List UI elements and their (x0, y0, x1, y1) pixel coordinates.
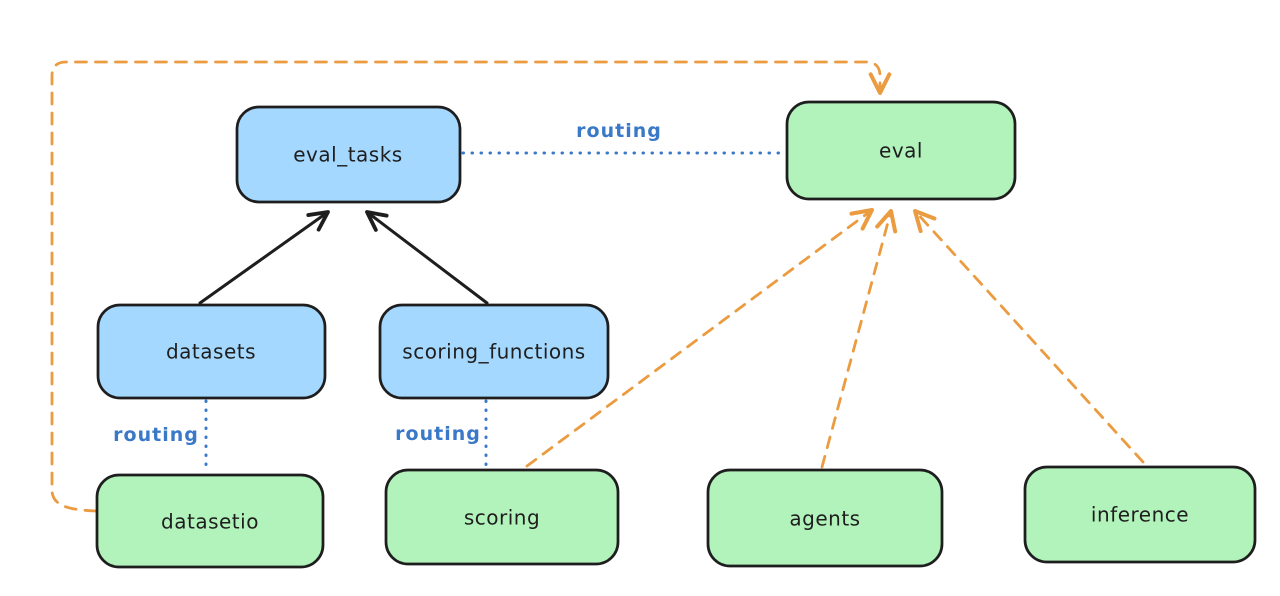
node-eval-box (785, 100, 1017, 201)
node-eval-tasks-box (235, 105, 462, 204)
node-eval: eval (785, 100, 1017, 201)
node-scoring: scoring (384, 468, 620, 566)
node-eval-tasks-label: eval_tasks (293, 143, 402, 167)
routing-label-top: routing (576, 120, 662, 142)
edge-datasets-to-eval-tasks (198, 210, 330, 305)
routing-label-left: routing (113, 424, 199, 446)
node-agents-label: agents (789, 507, 860, 531)
node-datasetio-box (95, 473, 325, 569)
node-scoring-functions: scoring_functions (378, 303, 610, 400)
edge-inference-to-eval (913, 209, 1145, 464)
node-agents-box (706, 468, 944, 568)
node-datasetio: datasetio (95, 473, 325, 569)
node-scoring-label: scoring (464, 506, 540, 530)
node-scoring-functions-box (378, 303, 610, 400)
node-inference-box (1023, 465, 1257, 564)
node-eval-label: eval (879, 139, 923, 163)
node-datasets-box (96, 303, 327, 400)
edge-datasetio-to-eval (50, 60, 892, 513)
node-agents: agents (706, 468, 944, 568)
node-scoring-functions-label: scoring_functions (402, 340, 585, 364)
node-scoring-box (384, 468, 620, 566)
node-datasetio-label: datasetio (161, 510, 259, 534)
node-inference: inference (1023, 465, 1257, 564)
edge-scoring-functions-to-eval-tasks (365, 210, 489, 305)
routing-label-middle: routing (395, 423, 481, 445)
node-inference-label: inference (1091, 503, 1189, 527)
node-datasets: datasets (96, 303, 327, 400)
node-datasets-label: datasets (166, 340, 256, 364)
edge-scoring-to-eval (525, 208, 874, 468)
node-eval-tasks: eval_tasks (235, 105, 462, 204)
edge-agents-to-eval (820, 209, 898, 469)
